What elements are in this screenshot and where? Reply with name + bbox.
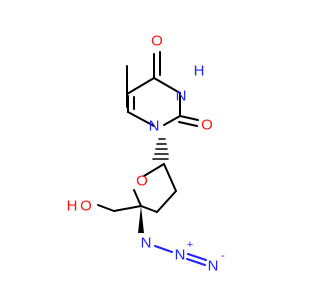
charge-minus: - xyxy=(221,250,225,262)
atom-o-hydroxyl: O xyxy=(80,198,92,215)
bond-c2-n1 xyxy=(163,115,181,126)
atom-n-azide-3: N xyxy=(208,258,219,275)
bond-n2-n3-a xyxy=(187,253,207,261)
atom-o-right: O xyxy=(201,117,213,134)
bond-n2-n3-b xyxy=(186,258,206,266)
hashed-bond-n1-c1prime xyxy=(152,138,169,160)
atom-n3: N xyxy=(176,88,187,105)
molecule-diagram: O N H O N O H O N N + N - xyxy=(67,33,226,275)
azide-group xyxy=(154,245,207,266)
bond-c4p-o xyxy=(133,189,142,207)
pyrimidine-ring xyxy=(126,51,199,127)
bond-c2-o-a xyxy=(179,115,199,121)
wedge-bond-c4p-azide xyxy=(138,206,144,233)
sugar-ring xyxy=(97,163,177,213)
atom-n-azide-2: N xyxy=(175,247,186,264)
bond-c3p-c4p xyxy=(140,205,158,213)
bond-c2p-c3p xyxy=(156,190,177,213)
atom-n3-h: H xyxy=(194,63,205,80)
bond-c1p-c2p xyxy=(163,163,177,192)
bond-c4-c5 xyxy=(126,77,155,95)
bond-ch2-oh xyxy=(97,204,115,212)
bond-c4p-ch2 xyxy=(113,205,142,212)
atom-h-hydroxyl: H xyxy=(67,198,78,215)
atom-n1: N xyxy=(149,118,160,135)
atom-n-azide-1: N xyxy=(141,235,152,252)
bond-n1-n2 xyxy=(154,245,173,253)
bond-c4-n3-a xyxy=(153,77,181,94)
atom-o-sugar: O xyxy=(136,173,148,190)
charge-plus: + xyxy=(187,239,193,251)
bond-c6-n1 xyxy=(127,111,155,127)
atom-o-top: O xyxy=(151,33,163,50)
bond-o-c1p xyxy=(143,163,165,177)
bond-c2-o-b xyxy=(178,121,198,127)
